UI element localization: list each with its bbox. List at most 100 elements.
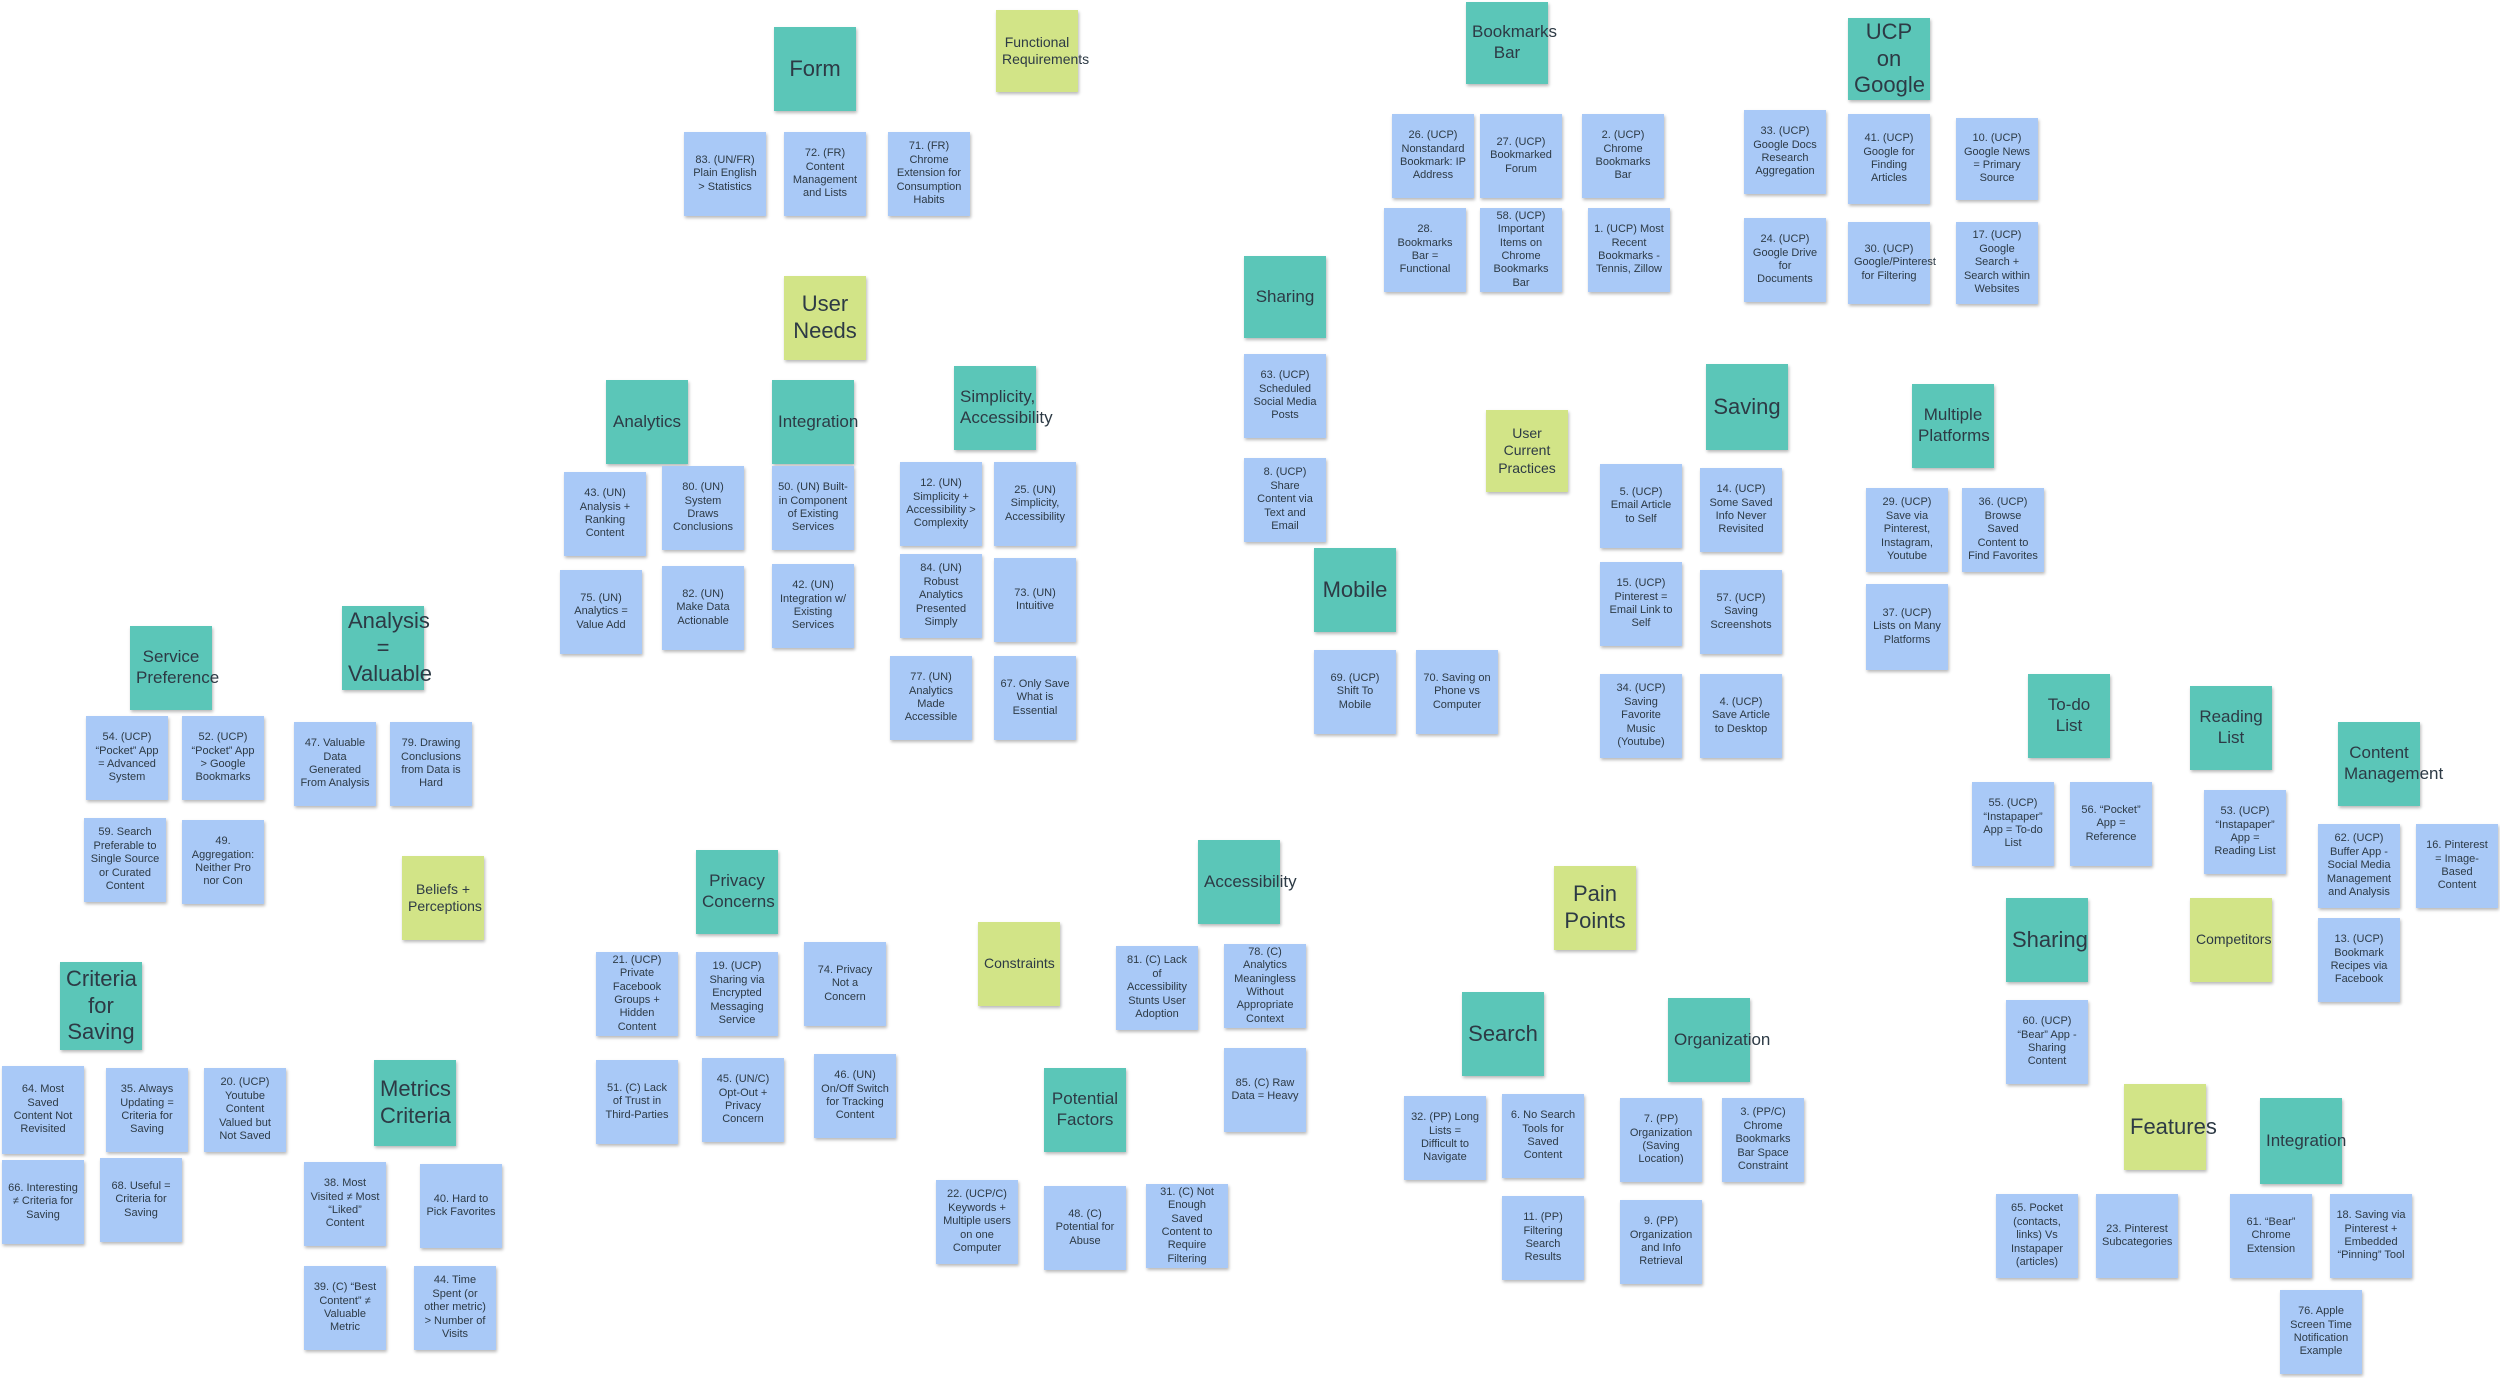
sticky-note-analysis-valuable[interactable]: Analysis = Valuable <box>342 606 432 690</box>
sticky-note-n50[interactable]: 50. (UN) Built-in Component of Existing … <box>772 466 854 550</box>
sticky-note-n57[interactable]: 57. (UCP) Saving Screenshots <box>1700 570 1782 654</box>
sticky-note-n24[interactable]: 24. (UCP) Google Drive for Documents <box>1744 218 1826 302</box>
sticky-note-integration-right[interactable]: Integration <box>2260 1098 2346 1184</box>
sticky-note-n66[interactable]: 66. Interesting ≠ Criteria for Saving <box>2 1160 84 1244</box>
sticky-note-n15[interactable]: 15. (UCP) Pinterest = Email Link to Self <box>1600 562 1682 646</box>
sticky-note-n54[interactable]: 54. (UCP) “Pocket” App = Advanced System <box>86 716 168 800</box>
sticky-note-multiple-platforms[interactable]: Multiple Platforms <box>1912 384 1994 468</box>
sticky-note-mobile[interactable]: Mobile <box>1314 548 1396 632</box>
sticky-note-n36[interactable]: 36. (UCP) Browse Saved Content to Find F… <box>1962 488 2044 572</box>
sticky-note-n74[interactable]: 74. Privacy Not a Concern <box>804 942 886 1026</box>
sticky-note-n7[interactable]: 7. (PP) Organization (Saving Location) <box>1620 1098 1702 1182</box>
sticky-note-n30[interactable]: 30. (UCP) Google/Pinterest for Filtering <box>1848 222 1936 304</box>
sticky-note-n58[interactable]: 58. (UCP) Important Items on Chrome Book… <box>1480 208 1562 292</box>
sticky-note-n56[interactable]: 56. “Pocket” App = Reference <box>2070 782 2152 866</box>
sticky-note-n11[interactable]: 11. (PP) Filtering Search Results <box>1502 1196 1584 1280</box>
sticky-note-criteria-for-saving[interactable]: Criteria for Saving <box>60 962 142 1050</box>
sticky-note-n77[interactable]: 77. (UN) Analytics Made Accessible <box>890 656 972 740</box>
sticky-note-n5[interactable]: 5. (UCP) Email Article to Self <box>1600 464 1682 548</box>
sticky-note-n62[interactable]: 62. (UCP) Buffer App - Social Media Mana… <box>2318 824 2400 908</box>
sticky-note-n61[interactable]: 61. “Bear” Chrome Extension <box>2230 1194 2312 1278</box>
sticky-note-n29[interactable]: 29. (UCP) Save via Pinterest, Instagram,… <box>1866 488 1948 572</box>
sticky-note-n53[interactable]: 53. (UCP) “Instapaper” App = Reading Lis… <box>2204 790 2286 874</box>
sticky-note-reading-list[interactable]: Reading List <box>2190 686 2272 770</box>
sticky-note-n52[interactable]: 52. (UCP) “Pocket” App > Google Bookmark… <box>182 716 264 800</box>
sticky-note-n28[interactable]: 28. Bookmarks Bar = Functional <box>1384 208 1466 292</box>
sticky-note-functional-requirements[interactable]: Functional Requirements <box>996 10 1089 92</box>
sticky-note-n63[interactable]: 63. (UCP) Scheduled Social Media Posts <box>1244 354 1326 438</box>
sticky-note-n17[interactable]: 17. (UCP) Google Search + Search within … <box>1956 222 2038 304</box>
sticky-note-n84[interactable]: 84. (UN) Robust Analytics Presented Simp… <box>900 554 982 638</box>
sticky-note-n47[interactable]: 47. Valuable Data Generated From Analysi… <box>294 722 376 806</box>
sticky-note-form[interactable]: Form <box>774 27 856 111</box>
sticky-note-n20[interactable]: 20. (UCP) Youtube Content Valued but Not… <box>204 1068 286 1152</box>
sticky-note-n70[interactable]: 70. Saving on Phone vs Computer <box>1416 650 1498 734</box>
sticky-note-n80[interactable]: 80. (UN) System Draws Conclusions <box>662 466 744 550</box>
sticky-note-n39[interactable]: 39. (C) “Best Content” ≠ Valuable Metric <box>304 1266 386 1350</box>
sticky-note-n33[interactable]: 33. (UCP) Google Docs Research Aggregati… <box>1744 110 1826 194</box>
sticky-note-potential-factors[interactable]: Potential Factors <box>1044 1068 1126 1152</box>
sticky-note-user-needs[interactable]: User Needs <box>784 276 866 360</box>
sticky-note-organization[interactable]: Organization <box>1668 998 1770 1082</box>
sticky-note-n42[interactable]: 42. (UN) Integration w/ Existing Service… <box>772 564 854 648</box>
sticky-note-n4[interactable]: 4. (UCP) Save Article to Desktop <box>1700 674 1782 758</box>
sticky-note-n82[interactable]: 82. (UN) Make Data Actionable <box>662 566 744 650</box>
sticky-note-n2[interactable]: 2. (UCP) Chrome Bookmarks Bar <box>1582 114 1664 198</box>
sticky-note-user-current-practices[interactable]: User Current Practices <box>1486 410 1568 492</box>
sticky-note-n38[interactable]: 38. Most Visited ≠ Most “Liked” Content <box>304 1162 386 1246</box>
sticky-note-n48[interactable]: 48. (C) Potential for Abuse <box>1044 1186 1126 1270</box>
sticky-note-n49[interactable]: 49. Aggregation: Neither Pro nor Con <box>182 820 264 904</box>
sticky-note-n27[interactable]: 27. (UCP) Bookmarked Forum <box>1480 114 1562 198</box>
sticky-note-n69[interactable]: 69. (UCP) Shift To Mobile <box>1314 650 1396 734</box>
sticky-note-n81[interactable]: 81. (C) Lack of Accessibility Stunts Use… <box>1116 946 1198 1030</box>
sticky-note-n85[interactable]: 85. (C) Raw Data = Heavy <box>1224 1048 1306 1132</box>
sticky-note-analytics[interactable]: Analytics <box>606 380 688 464</box>
sticky-note-privacy-concerns[interactable]: Privacy Concerns <box>696 850 778 934</box>
sticky-note-n23[interactable]: 23. Pinterest Subcategories <box>2096 1194 2178 1278</box>
sticky-note-n13[interactable]: 13. (UCP) Bookmark Recipes via Facebook <box>2318 918 2400 1002</box>
sticky-note-sharing-right[interactable]: Sharing <box>2006 898 2088 982</box>
sticky-note-pain-points[interactable]: Pain Points <box>1554 866 1636 950</box>
sticky-note-n34[interactable]: 34. (UCP) Saving Favorite Music (Youtube… <box>1600 674 1682 758</box>
sticky-note-n22[interactable]: 22. (UCP/C) Keywords + Multiple users on… <box>936 1180 1018 1264</box>
sticky-note-n1[interactable]: 1. (UCP) Most Recent Bookmarks - Tennis,… <box>1588 208 1670 292</box>
sticky-note-n71[interactable]: 71. (FR) Chrome Extension for Consumptio… <box>888 132 970 216</box>
sticky-note-competitors[interactable]: Competitors <box>2190 898 2272 982</box>
sticky-note-simplicity-accessibility[interactable]: Simplicity, Accessibility <box>954 366 1053 450</box>
sticky-note-sharing-top[interactable]: Sharing <box>1244 256 1326 338</box>
sticky-note-n31[interactable]: 31. (C) Not Enough Saved Content to Requ… <box>1146 1184 1228 1268</box>
sticky-note-n35[interactable]: 35. Always Updating = Criteria for Savin… <box>106 1068 188 1152</box>
sticky-note-n73[interactable]: 73. (UN) Intuitive <box>994 558 1076 642</box>
sticky-note-n43[interactable]: 43. (UN) Analysis + Ranking Content <box>564 472 646 556</box>
sticky-note-n67[interactable]: 67. Only Save What is Essential <box>994 656 1076 740</box>
sticky-note-n16[interactable]: 16. Pinterest = Image-Based Content <box>2416 824 2498 908</box>
sticky-note-n40[interactable]: 40. Hard to Pick Favorites <box>420 1164 502 1248</box>
sticky-note-n45[interactable]: 45. (UN/C) Opt-Out + Privacy Concern <box>702 1058 784 1142</box>
sticky-note-n72[interactable]: 72. (FR) Content Management and Lists <box>784 132 866 216</box>
sticky-note-ucp-on-google[interactable]: UCP on Google <box>1848 18 1930 100</box>
sticky-note-integration-top[interactable]: Integration <box>772 380 858 464</box>
sticky-note-metrics-criteria[interactable]: Metrics Criteria <box>374 1060 456 1146</box>
sticky-note-n8[interactable]: 8. (UCP) Share Content via Text and Emai… <box>1244 458 1326 542</box>
sticky-note-n32[interactable]: 32. (PP) Long Lists = Difficult to Navig… <box>1404 1096 1486 1180</box>
sticky-note-n79[interactable]: 79. Drawing Conclusions from Data is Har… <box>390 722 472 806</box>
sticky-note-n60[interactable]: 60. (UCP) “Bear” App - Sharing Content <box>2006 1000 2088 1084</box>
sticky-note-n18[interactable]: 18. Saving via Pinterest + Embedded “Pin… <box>2330 1194 2412 1278</box>
sticky-note-accessibility[interactable]: Accessibility <box>1198 840 1297 924</box>
sticky-note-n44[interactable]: 44. Time Spent (or other metric) > Numbe… <box>414 1266 496 1350</box>
sticky-note-saving[interactable]: Saving <box>1706 364 1788 450</box>
sticky-note-n12[interactable]: 12. (UN) Simplicity + Accessibility > Co… <box>900 462 982 546</box>
sticky-note-n9[interactable]: 9. (PP) Organization and Info Retrieval <box>1620 1200 1702 1284</box>
sticky-note-n78[interactable]: 78. (C) Analytics Meaningless Without Ap… <box>1224 944 1306 1028</box>
sticky-note-n25[interactable]: 25. (UN) Simplicity, Accessibility <box>994 462 1076 546</box>
sticky-note-n59[interactable]: 59. Search Preferable to Single Source o… <box>84 818 166 902</box>
sticky-note-n26[interactable]: 26. (UCP) Nonstandard Bookmark: IP Addre… <box>1392 114 1474 198</box>
sticky-note-bookmarks-bar[interactable]: Bookmarks Bar <box>1466 2 1557 84</box>
sticky-note-to-do-list[interactable]: To-do List <box>2028 674 2110 758</box>
sticky-note-n37[interactable]: 37. (UCP) Lists on Many Platforms <box>1866 584 1948 670</box>
sticky-note-search[interactable]: Search <box>1462 992 1544 1076</box>
sticky-note-n76[interactable]: 76. Apple Screen Time Notification Examp… <box>2280 1290 2362 1374</box>
sticky-note-features[interactable]: Features <box>2124 1084 2217 1170</box>
sticky-note-n14[interactable]: 14. (UCP) Some Saved Info Never Revisite… <box>1700 468 1782 552</box>
sticky-note-n21[interactable]: 21. (UCP) Private Facebook Groups + Hidd… <box>596 952 678 1036</box>
